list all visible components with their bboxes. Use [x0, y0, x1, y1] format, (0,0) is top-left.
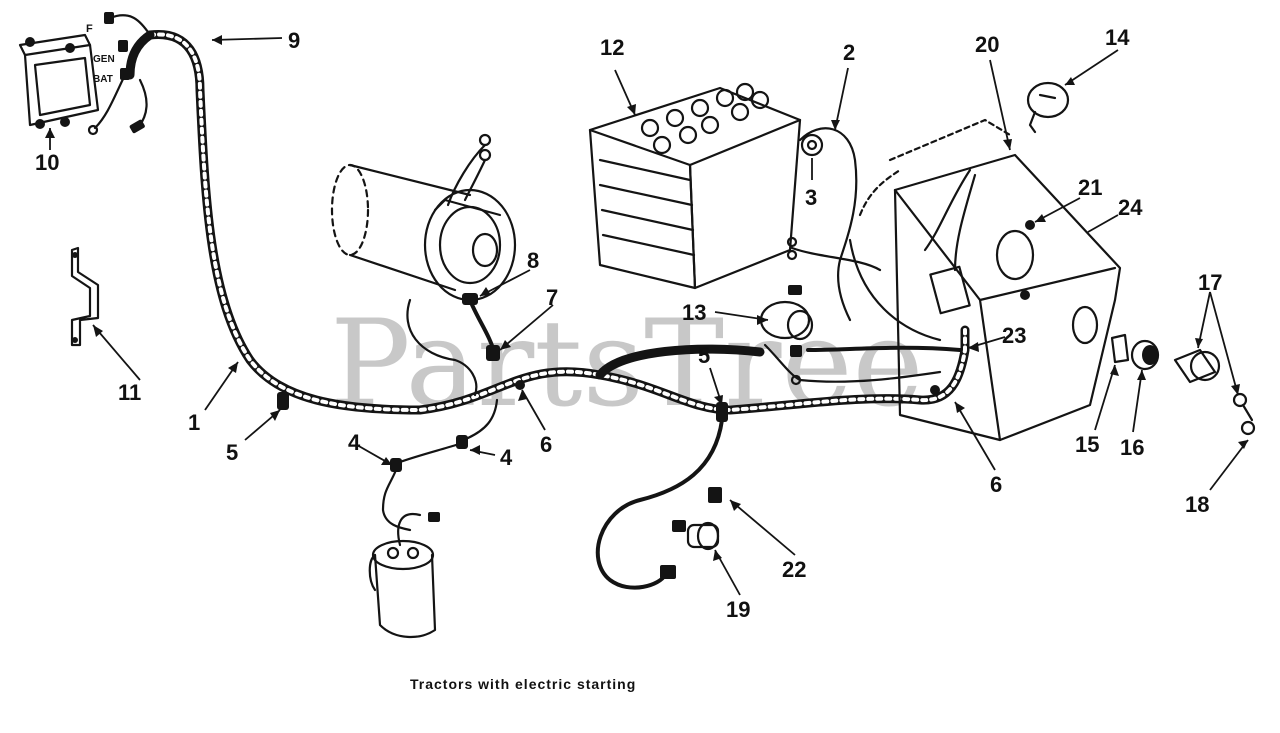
battery: [588, 82, 802, 290]
callout-21: 21: [1078, 175, 1102, 200]
starter-solenoid: [759, 285, 962, 386]
callout-23: 23: [1002, 323, 1026, 348]
callout-10: 10: [35, 150, 59, 175]
callout-22: 22: [782, 557, 806, 582]
harness-clamp-left: [277, 392, 289, 410]
callout-6b: 6: [990, 472, 1002, 497]
callout-24: 24: [1118, 195, 1143, 220]
starter-switch: [672, 520, 720, 551]
callout-3: 3: [805, 185, 817, 210]
callout-11: 11: [118, 380, 141, 405]
ignition-coil: [368, 512, 440, 639]
harness-clamp-middle: [716, 402, 728, 422]
mounting-bracket: [70, 246, 100, 347]
ignition-switch: [1110, 333, 1256, 436]
battery-cable: [786, 127, 882, 322]
callout-2: 2: [843, 40, 855, 65]
callout-17: 17: [1198, 270, 1222, 295]
regulator-terminal-bat: BAT: [93, 74, 113, 85]
wire-clips: [381, 398, 499, 532]
voltage-regulator: F GEN BAT: [18, 12, 152, 136]
clip-22: [708, 487, 722, 503]
harness-clip-7: [486, 345, 500, 361]
regulator-terminal-gen: GEN: [93, 54, 115, 65]
main-wire-harness: [125, 29, 970, 415]
callout-19: 19: [726, 597, 750, 622]
regulator-terminal-f: F: [86, 23, 93, 35]
callout-7: 7: [546, 285, 558, 310]
callout-8: 8: [527, 248, 539, 273]
diagram-caption: Tractors with electric starting: [410, 676, 637, 692]
callout-20: 20: [975, 32, 999, 57]
callout-1: 1: [188, 410, 200, 435]
callout-5a: 5: [226, 440, 238, 465]
starter-switch-cable: [595, 418, 724, 590]
callout-14: 14: [1105, 25, 1130, 50]
callout-5b: 5: [698, 343, 710, 368]
callout-13: 13: [682, 300, 706, 325]
harness-screw-6: [515, 380, 525, 390]
callout-18: 18: [1185, 492, 1209, 517]
callout-16: 16: [1120, 435, 1144, 460]
dash-panel: [848, 118, 1122, 442]
callout-4b: 4: [500, 445, 513, 470]
starter-generator: [330, 133, 517, 397]
callout-15: 15: [1075, 432, 1099, 457]
callout-labels: 1 2 3 4 4 5 5 6 6 7 8 9 10 11 12 13 14 1…: [35, 25, 1222, 622]
callout-6a: 6: [540, 432, 552, 457]
ammeter: [1026, 81, 1070, 134]
callout-12: 12: [600, 35, 624, 60]
leader-arrowheads: [45, 35, 1248, 561]
callout-4a: 4: [348, 430, 361, 455]
callout-9: 9: [288, 28, 300, 53]
